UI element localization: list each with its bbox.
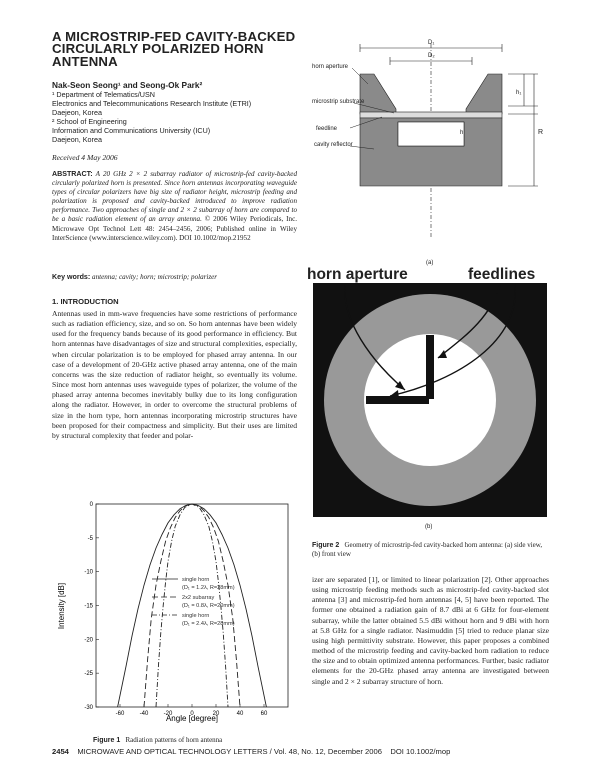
series-line-3 bbox=[155, 503, 229, 708]
label-horn-aperture-big: horn aperture bbox=[307, 266, 408, 283]
y-tick-label: 0 bbox=[90, 502, 94, 508]
x-tick-label: 60 bbox=[261, 711, 268, 717]
article-title: A MICROSTRIP-FED CAVITY-BACKED CIRCULARL… bbox=[52, 29, 296, 69]
x-tick-label: 20 bbox=[213, 711, 220, 717]
y-tick-label: -25 bbox=[84, 671, 93, 677]
horn-wall-left bbox=[359, 73, 397, 115]
arrow-feedline-2 bbox=[389, 284, 516, 397]
page-number: 2454 bbox=[52, 747, 69, 756]
x-tick-label: -20 bbox=[164, 711, 173, 717]
figure-2a-side-view: horn aperture microstrip substrate feedl… bbox=[312, 40, 543, 266]
y-tick-label: -5 bbox=[88, 536, 94, 542]
right-column-paragraph: izer are separated [1], or limited to li… bbox=[312, 575, 549, 686]
label-d1: D₁ bbox=[428, 40, 434, 46]
label-d2: D₂ bbox=[428, 53, 435, 59]
keywords-label: Key words: bbox=[52, 273, 91, 281]
x-axis-label: Angle [degree] bbox=[166, 714, 218, 723]
figure-1-caption-text: Radiation patterns of horn antenna bbox=[125, 736, 223, 744]
x-tick-label: -60 bbox=[116, 711, 125, 717]
affiliation-line: Daejeon, Korea bbox=[52, 135, 102, 144]
authors: Nak-Seon Seong¹ and Seong-Ok Park² bbox=[52, 80, 203, 90]
affiliation-line: ² School of Engineering bbox=[52, 117, 127, 126]
series-group bbox=[117, 503, 267, 708]
figure-1-caption-label: Figure 1 bbox=[93, 737, 121, 744]
label-horn-aperture: horn aperture bbox=[312, 64, 349, 70]
label-h: h bbox=[460, 130, 463, 136]
y-tick-label: -15 bbox=[84, 604, 93, 610]
legend-entry: 2x2 subarray bbox=[182, 595, 215, 601]
received-date: Received 4 May 2006 bbox=[52, 153, 118, 162]
figure-1-caption: Figure 1 Radiation patterns of horn ante… bbox=[93, 736, 222, 744]
abstract-citation: © 2006 Wiley Periodicals, Inc. Microwave… bbox=[52, 215, 297, 242]
abstract-label: ABSTRACT: bbox=[52, 170, 93, 178]
affiliation-line: Electronics and Telecommunications Resea… bbox=[52, 99, 252, 108]
cavity-interior bbox=[397, 121, 465, 147]
intro-paragraph: Antennas used in mm-wave frequencies hav… bbox=[52, 309, 297, 440]
legend: single horn (D₁ = 1.2λ, R=28mm) 2x2 suba… bbox=[152, 577, 235, 627]
tick-group: -60 -40 -20 0 20 40 60 0 -5 -10 -15 -20 -25 -30 bbox=[84, 502, 268, 717]
arrow-horn-aperture bbox=[344, 284, 406, 391]
label-microstrip-substrate: microstrip substrate bbox=[312, 99, 365, 105]
y-tick-label: -20 bbox=[84, 637, 93, 643]
series-line-2 bbox=[143, 503, 241, 708]
keywords-text: antenna; cavity; horn; microstrip; polar… bbox=[92, 273, 218, 281]
label-cavity-reflector: cavity reflector bbox=[314, 142, 353, 148]
affiliation-line: Daejeon, Korea bbox=[52, 108, 102, 117]
section-heading: 1. INTRODUCTION bbox=[52, 297, 119, 306]
figure-2b-front-view: (b) bbox=[313, 283, 547, 530]
page-footer: 2454 MICROWAVE AND OPTICAL TECHNOLOGY LE… bbox=[52, 747, 552, 756]
abstract: ABSTRACT: A 20 GHz 2 × 2 subarray radiat… bbox=[52, 170, 297, 243]
x-tick-label: -40 bbox=[140, 711, 149, 717]
legend-entry: single horn bbox=[182, 577, 209, 583]
abstract-text: A 20 GHz 2 × 2 subarray radiator of micr… bbox=[52, 170, 297, 224]
legend-entry: single horn bbox=[182, 613, 209, 619]
x-tick-label: 0 bbox=[190, 711, 194, 717]
y-axis-label: Intensity [dB] bbox=[57, 583, 66, 629]
legend-entry: (D₁ = 1.2λ, R=28mm) bbox=[182, 585, 235, 591]
keywords: Key words: antenna; cavity; horn; micros… bbox=[52, 273, 297, 281]
affiliation-line: Information and Communications Universit… bbox=[52, 126, 211, 135]
plot-area: -60 -40 -20 0 20 40 60 0 -5 -10 -15 -20 -25 -30 bbox=[84, 502, 289, 717]
x-tick-label: 40 bbox=[237, 711, 244, 717]
legend-entry: (D₁ = 2.4λ, R=28mm) bbox=[182, 621, 235, 627]
y-tick-label: -10 bbox=[84, 570, 93, 576]
figure-2-caption-label: Figure 2 bbox=[312, 542, 340, 549]
doi: DOI 10.1002/mop bbox=[390, 747, 451, 756]
label-R: R bbox=[538, 129, 543, 136]
feedline-horizontal bbox=[366, 396, 429, 404]
label-h1: h₁ bbox=[516, 90, 521, 96]
horn-wall-right bbox=[465, 73, 503, 115]
label-feedline: feedline bbox=[316, 126, 338, 132]
legend-entry: (D₁ = 0.8λ, R=20mm) bbox=[182, 603, 235, 609]
arrow-feedline-1 bbox=[437, 284, 501, 359]
subfigure-a-label: (a) bbox=[426, 260, 433, 266]
y-tick-label: -30 bbox=[84, 705, 93, 711]
subfigure-b-label: (b) bbox=[425, 524, 432, 530]
label-feedlines-big: feedlines bbox=[468, 266, 536, 283]
feedline-vertical bbox=[426, 335, 434, 399]
figure-1-chart: -60 -40 -20 0 20 40 60 0 -5 -10 -15 -20 -25 -30 Angle… bbox=[57, 502, 289, 723]
figure-2-caption: Figure 2 Geometry of microstrip-fed cavi… bbox=[312, 541, 550, 559]
figure-2-caption-text: Geometry of microstrip-fed cavity-backed… bbox=[312, 541, 543, 558]
affiliation-line: ¹ Department of Telematics/USN bbox=[52, 90, 155, 99]
journal-info: MICROWAVE AND OPTICAL TECHNOLOGY LETTERS… bbox=[77, 747, 382, 756]
